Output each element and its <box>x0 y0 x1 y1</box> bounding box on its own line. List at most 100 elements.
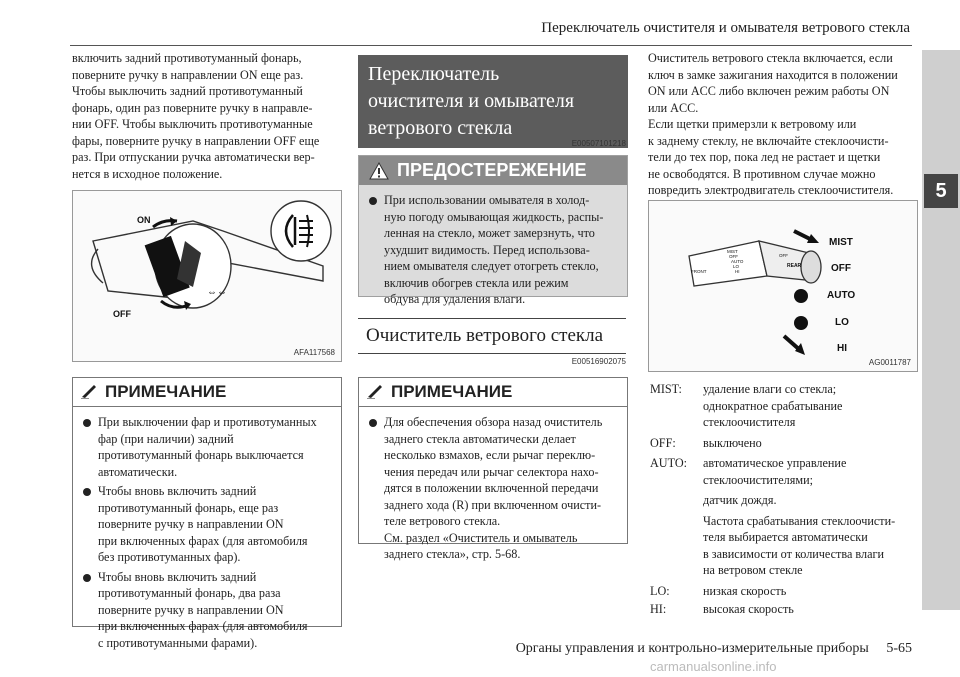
mode-key <box>650 492 703 509</box>
stalk-label-rear-off: OFF <box>779 253 788 258</box>
note-title: ПРИМЕЧАНИЕ <box>105 382 227 401</box>
text-line: поверните ручку в направлении ON <box>98 602 284 617</box>
text-line: не освободятся. В противном случае можно <box>648 166 876 181</box>
subsection-code: E00516902075 <box>571 357 626 366</box>
text-line: удаление влаги со стекла; <box>703 382 837 396</box>
svg-text:⇔⇔: ⇔⇔ <box>207 287 227 298</box>
text-line: заднего хода (R) при включенном очисти- <box>384 497 602 512</box>
title-line: очистителя и омывателя <box>368 90 575 112</box>
title-line: Переключатель <box>368 63 500 85</box>
text-line: См. раздел «Очиститель и омыватель <box>384 530 578 545</box>
text-line: стеклоочистителя <box>703 415 796 429</box>
text-line: включить задний противотуманный фонарь, <box>72 51 302 65</box>
text-line: заднего стекла автоматически делает <box>384 431 576 446</box>
text-line: Очиститель ветрового стекла включается, … <box>648 51 893 65</box>
mode-row-lo: LO: низкая скорость <box>650 583 918 600</box>
fog-light-switch-figure: ⇔⇔ ON OFF AFA117568 <box>72 190 342 362</box>
text-line: При использовании омывателя в холод- <box>384 193 590 207</box>
label-on: ON <box>137 215 151 225</box>
page-header-title: Переключатель очистителя и омывателя вет… <box>541 20 910 36</box>
warning-bullet: При использовании омывателя в холод- ную… <box>367 192 619 308</box>
mode-row-auto: AUTO: автоматическое управление стеклооч… <box>650 455 918 488</box>
chapter-side-bar <box>922 50 960 610</box>
pos-label-hi: HI <box>837 343 847 354</box>
mode-row-mist: MIST: удаление влаги со стекла; однократ… <box>650 381 918 431</box>
mode-row-auto-sensor: датчик дождя. <box>650 492 918 509</box>
figure-caption: AG0011787 <box>868 358 911 367</box>
text-line: противотуманный фонарь, еще раз <box>98 500 279 515</box>
subsection-title: Очиститель ветрового стекла <box>358 318 626 354</box>
pos-label-mist: MIST <box>829 237 853 248</box>
text-line: автоматическое управление <box>703 456 847 470</box>
note-body: При выключении фар и противотуманных фар… <box>73 407 341 657</box>
pos-label-auto: AUTO <box>827 290 855 301</box>
text-line: При выключении фар и противотуманных <box>98 415 317 429</box>
pencil-note-icon <box>81 385 96 399</box>
text-line: к заднему стеклу, не включайте стеклоочи… <box>648 133 889 148</box>
stalk-label-mist: MIST <box>727 249 738 254</box>
warning-body: При использовании омывателя в холод- ную… <box>359 185 627 314</box>
label-off: OFF <box>113 309 131 319</box>
note-bullet: Для обеспечения обзора назад очиститель … <box>367 414 619 563</box>
text-line: нии OFF. Чтобы выключить противотуманные <box>72 117 313 131</box>
text-line: фонарь, один раз поверните ручку в напра… <box>72 100 313 115</box>
mode-key <box>650 513 703 579</box>
text-line: Чтобы выключить задний противотуманный <box>72 84 303 98</box>
text-line: Чтобы вновь включить задний <box>98 569 257 584</box>
text-line: нием омывателя следует отогреть стекло, <box>384 259 599 273</box>
col1-paragraph: включить задний противотуманный фонарь, … <box>72 50 342 182</box>
text-line: Если щетки примерзли к ветровому или <box>648 117 857 131</box>
text-line: включив обогрев стекла или режим <box>384 275 569 290</box>
mode-row-off: OFF: выключено <box>650 435 918 452</box>
text-line: противотуманный фонарь, два раза <box>98 586 281 600</box>
warning-box: ПРЕДОСТЕРЕЖЕНИЕ При использовании омыват… <box>358 155 628 306</box>
warning-title: ПРЕДОСТЕРЕЖЕНИЕ <box>397 160 587 180</box>
header-rule <box>70 45 912 46</box>
figure-caption: AFA117568 <box>293 348 335 357</box>
stalk-label-auto: AUTO <box>731 259 744 264</box>
text-line: дятся в положении включенной передачи <box>384 481 599 495</box>
chapter-tab[interactable]: 5 <box>924 174 958 208</box>
mode-row-auto-detail: Частота срабатывания стеклоочисти- теля … <box>650 513 918 579</box>
text-line: Для обеспечения обзора назад очиститель <box>384 415 603 429</box>
mode-desc: выключено <box>703 435 762 450</box>
title-line: ветрового стекла <box>368 117 513 139</box>
note-header: ПРИМЕЧАНИЕ <box>359 378 627 407</box>
text-line: фары, поверните ручку в направлении OFF … <box>72 133 320 148</box>
text-line: ную погоду омывающая жидкость, распы- <box>384 209 604 224</box>
text-line: при включенных фарах (для автомобиля <box>98 619 308 633</box>
mode-desc: Частота срабатывания стеклоочисти- теля … <box>703 513 895 579</box>
text-line: с противотуманными фарами). <box>98 635 258 650</box>
note-bullet: Чтобы вновь включить задний противотуман… <box>81 483 333 566</box>
text-line: стеклоочистителями; <box>703 472 813 487</box>
section-title: Переключатель очистителя и омывателя вет… <box>358 55 628 148</box>
wiper-modes-list: MIST: удаление влаги со стекла; однократ… <box>650 381 918 618</box>
text-line: обдува для удаления влаги. <box>384 292 526 306</box>
pos-label-off: OFF <box>831 263 851 274</box>
mode-key: AUTO: <box>650 456 688 470</box>
page-footer: Органы управления и контрольно-измерител… <box>515 641 912 656</box>
text-line: фар (при наличии) задний <box>98 431 234 446</box>
text-line: ленная на стекло, может замерзнуть, что <box>384 226 595 240</box>
stalk-label-off: OFF <box>729 254 738 259</box>
text-line: поверните ручку в направлении ON еще раз… <box>72 67 304 82</box>
mode-desc: удаление влаги со стекла; однократное ср… <box>703 381 842 431</box>
note-box-col2: ПРИМЕЧАНИЕ Для обеспечения обзора назад … <box>358 377 628 561</box>
text-line: теля выбирается автоматически <box>703 530 868 544</box>
stalk-label-front: FRONT <box>691 269 707 274</box>
text-line: без противотуманных фар). <box>98 550 241 564</box>
text-line: нется в исходное положение. <box>72 166 223 181</box>
text-line: ухудшит видимость. Перед использова- <box>384 242 590 257</box>
fog-light-switch-illustration: ⇔⇔ ON OFF <box>90 200 332 319</box>
mode-desc: низкая скорость <box>703 583 787 598</box>
stalk-label-lo: LO <box>733 264 740 269</box>
pos-label-lo: LO <box>835 317 849 328</box>
text-line: в зависимости от количества влаги <box>703 546 885 561</box>
text-line: раз. При отпускании ручка автоматически … <box>72 150 315 164</box>
wiper-switch-figure: FRONT MIST OFF AUTO LO HI REAR OFF MIST … <box>648 200 918 372</box>
text-line: ключ в замке зажигания находится в полож… <box>648 67 898 82</box>
text-line: или ACC. <box>648 100 699 115</box>
text-line: несколько взмахов, если рычаг переклю- <box>384 448 596 462</box>
section-code: E00507101218 <box>571 139 626 148</box>
warning-triangle-icon <box>369 161 389 179</box>
